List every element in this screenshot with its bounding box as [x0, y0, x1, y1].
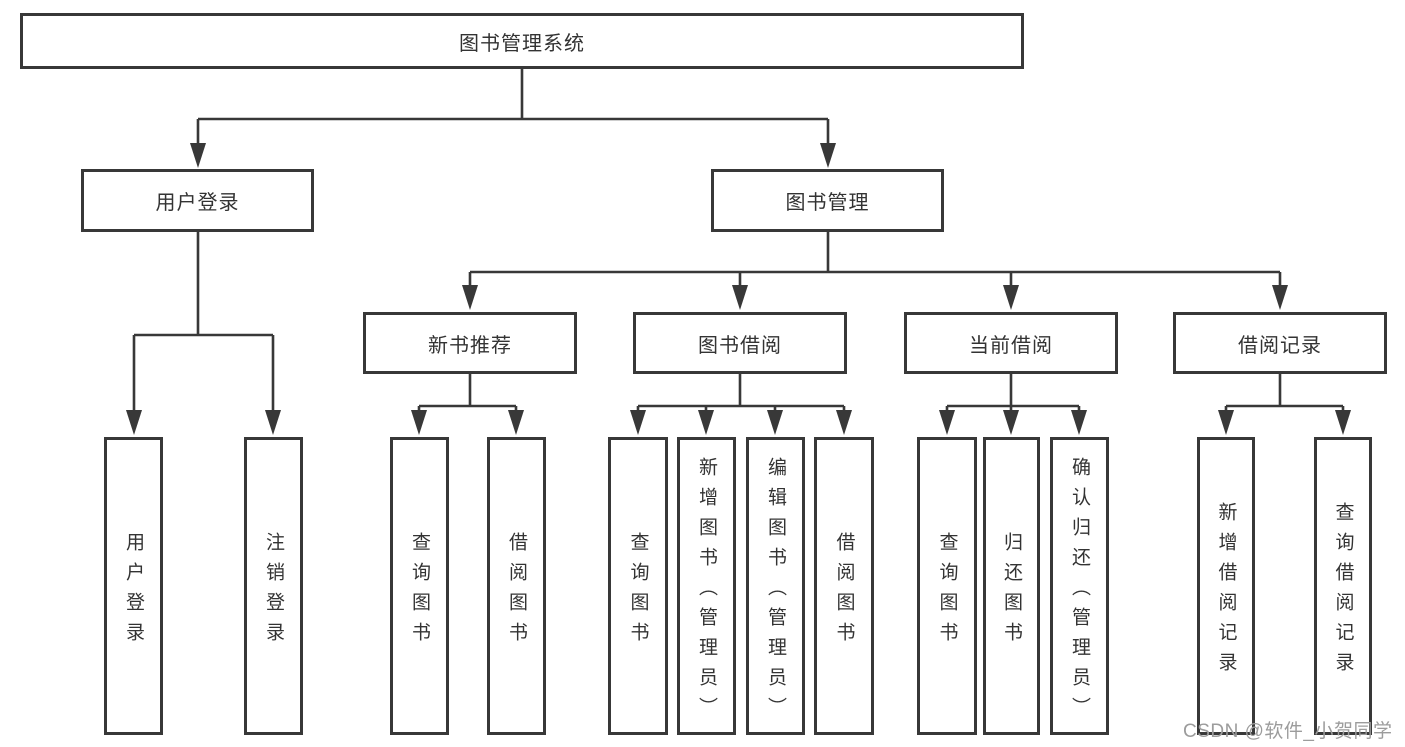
node-book-borrow: 图书借阅: [633, 312, 847, 374]
leaf-borrow-books-1: 借阅图书: [487, 437, 546, 735]
leaf-add-books-admin: 新增图书（管理员）: [677, 437, 736, 735]
leaf-label: 用户登录: [123, 531, 144, 652]
leaf-borrow-books-2: 借阅图书: [814, 437, 874, 735]
leaf-return-books: 归还图书: [983, 437, 1040, 735]
leaf-query-books-2: 查询图书: [608, 437, 668, 735]
leaf-edit-books-admin: 编辑图书（管理员）: [746, 437, 805, 735]
node-new-book-recommend: 新书推荐: [363, 312, 577, 374]
node-user-login-branch: 用户登录: [81, 169, 314, 232]
node-borrow-records: 借阅记录: [1173, 312, 1387, 374]
leaf-label: 借阅图书: [506, 531, 527, 652]
leaf-label: 借阅图书: [833, 531, 855, 652]
leaf-label: 归还图书: [1001, 531, 1022, 652]
leaf-user-login: 用户登录: [104, 437, 163, 735]
leaf-query-books-1: 查询图书: [390, 437, 449, 735]
csdn-watermark: CSDN @软件_小贺同学: [1183, 721, 1393, 742]
leaf-label: 查询借阅记录: [1332, 501, 1354, 682]
node-current-borrow: 当前借阅: [904, 312, 1118, 374]
leaf-label: 新增图书（管理员）: [696, 456, 717, 727]
leaf-confirm-return-admin: 确认归还（管理员）: [1050, 437, 1109, 735]
leaf-label: 确认归还（管理员）: [1069, 456, 1090, 727]
leaf-label: 查询图书: [409, 531, 430, 652]
leaf-query-borrow-record: 查询借阅记录: [1314, 437, 1372, 735]
leaf-label: 查询图书: [627, 531, 649, 652]
leaf-label: 新增借阅记录: [1215, 501, 1237, 682]
leaf-add-borrow-record: 新增借阅记录: [1197, 437, 1255, 735]
leaf-logout: 注销登录: [244, 437, 303, 735]
leaf-label: 编辑图书（管理员）: [765, 456, 786, 727]
node-library-system: 图书管理系统: [20, 13, 1024, 69]
arrowhead-group: [126, 143, 1351, 435]
leaf-label: 查询图书: [936, 531, 958, 652]
leaf-label: 注销登录: [263, 531, 284, 652]
leaf-query-books-3: 查询图书: [917, 437, 977, 735]
node-book-management: 图书管理: [711, 169, 944, 232]
